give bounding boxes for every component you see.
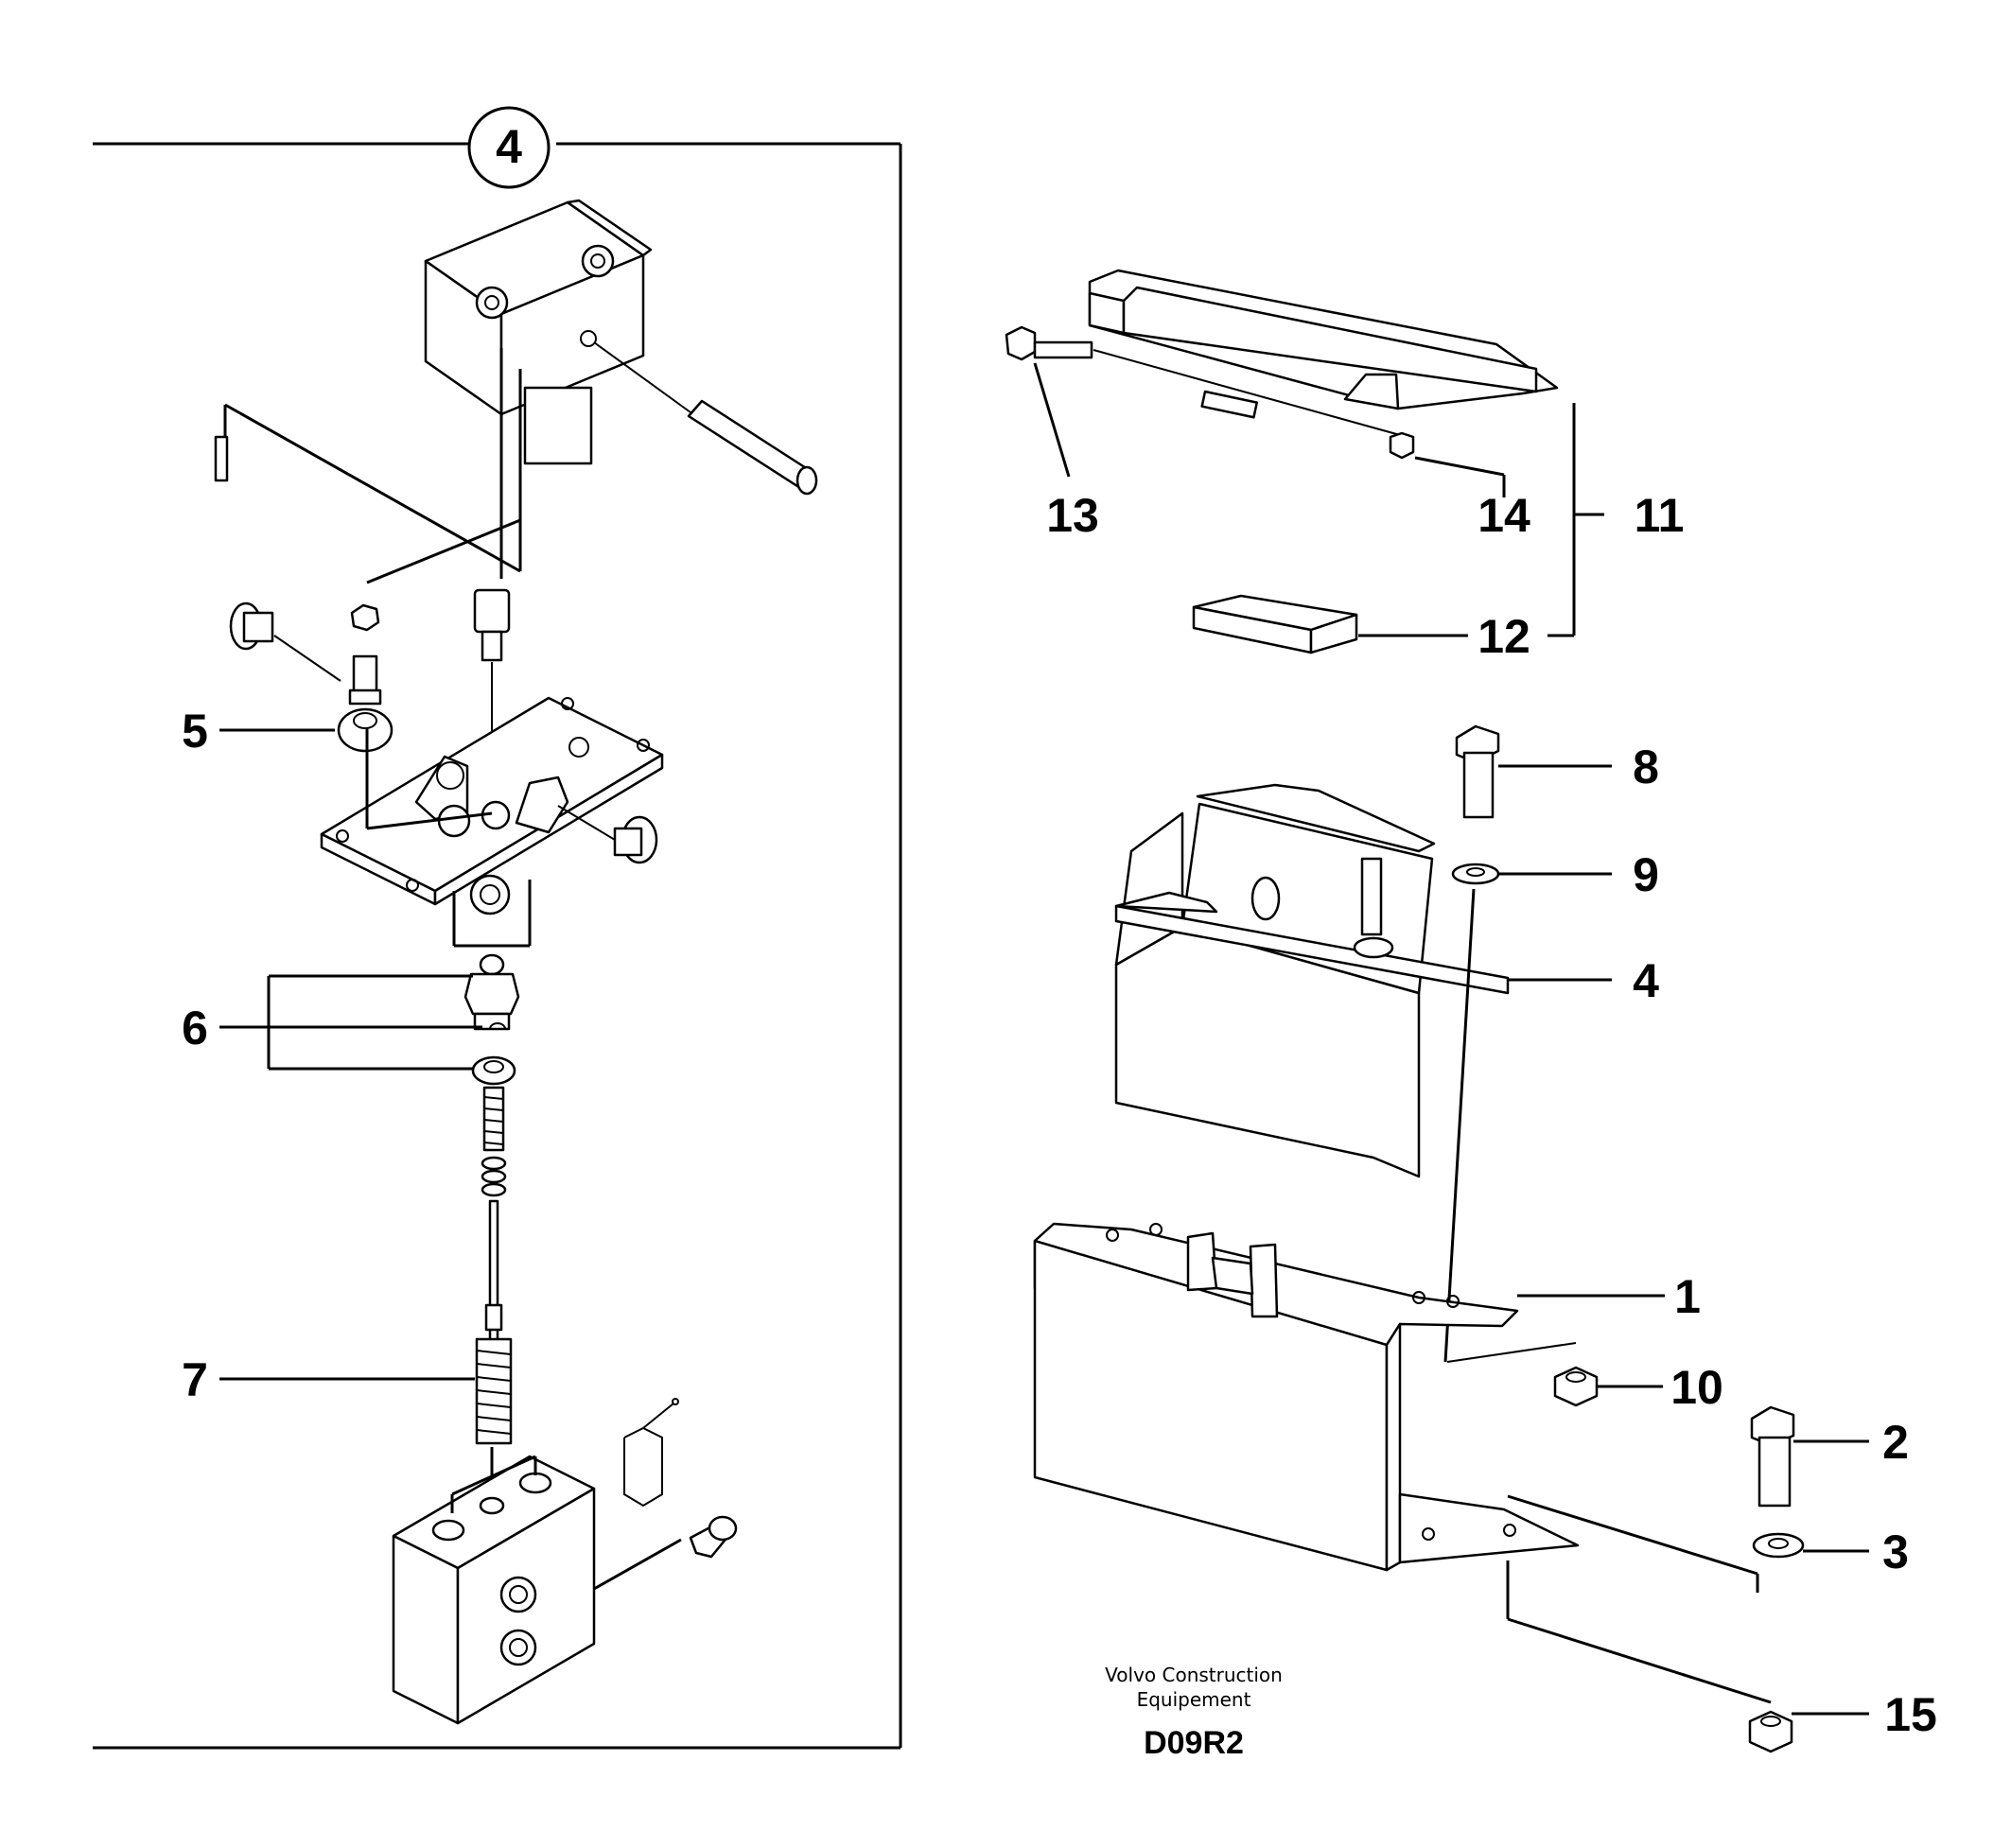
washer xyxy=(1451,863,1500,885)
callout-13: 13 xyxy=(1046,489,1099,542)
detail-callout-circle xyxy=(467,106,551,189)
credit-line-1: Volvo Construction xyxy=(1105,1664,1283,1686)
callout-12: 12 xyxy=(1478,610,1530,663)
return-spring xyxy=(475,1337,513,1445)
callout-5: 5 xyxy=(182,705,208,758)
drawing-credit: Volvo Construction Equipement D09R2 xyxy=(1105,1664,1283,1761)
leader-nut xyxy=(366,518,521,584)
callout-7: 7 xyxy=(182,1353,208,1406)
callout-8: 8 xyxy=(1633,741,1659,793)
callout-4: 4 xyxy=(1633,954,1659,1007)
leaders-left xyxy=(219,728,482,1381)
drawing-code: D09R2 xyxy=(1144,1725,1244,1761)
nut-10 xyxy=(1446,1342,1599,1407)
pivot-pin xyxy=(593,341,818,496)
cover-bolt xyxy=(1005,325,1401,436)
leader-bolt-path xyxy=(1443,888,1476,1363)
bracket-leaders xyxy=(1506,1494,1772,1704)
mounting-plate xyxy=(320,696,664,915)
detail-callout-label: 4 xyxy=(496,120,522,173)
snap-ring xyxy=(489,1022,506,1030)
nut-15 xyxy=(1748,1710,1793,1753)
leader-boot-2 xyxy=(366,811,493,830)
callout-1: 1 xyxy=(1674,1270,1701,1323)
callout-6: 6 xyxy=(182,1002,208,1055)
bushing-right xyxy=(557,805,658,864)
inner-spring xyxy=(482,1086,505,1152)
adjust-nut xyxy=(350,603,380,632)
adjust-screw xyxy=(348,654,382,706)
credit-line-2: Equipement xyxy=(1137,1688,1251,1711)
insulation-pad xyxy=(1192,594,1358,654)
plunger-assembly xyxy=(463,953,520,1031)
spacer-tube xyxy=(1200,390,1259,419)
socket-cap-screw xyxy=(473,588,511,747)
spacer-washers xyxy=(481,1156,507,1197)
valve-body xyxy=(392,1455,596,1725)
valve-leaders xyxy=(450,1447,682,1591)
bushing-left xyxy=(229,601,341,682)
cover-nut xyxy=(1389,431,1415,460)
countersunk-screw xyxy=(689,1515,738,1559)
rubber-boot xyxy=(337,707,393,753)
callout-15: 15 xyxy=(1884,1688,1937,1741)
callout-10: 10 xyxy=(1670,1361,1723,1414)
cover xyxy=(1088,269,1559,410)
callout-3: 3 xyxy=(1882,1525,1909,1578)
callout-11: 11 xyxy=(1635,489,1685,542)
callout-9: 9 xyxy=(1633,848,1659,901)
valve-fitting xyxy=(623,1398,679,1508)
set-screw xyxy=(214,403,521,573)
detail-frame: 4 xyxy=(93,106,902,1750)
mount-bolt xyxy=(1455,724,1500,819)
callout-2: 2 xyxy=(1882,1416,1909,1469)
leaders-right xyxy=(1033,362,1869,1716)
bolt-2 xyxy=(1750,1405,1795,1508)
control-unit xyxy=(1114,783,1510,1178)
pedal-bracket xyxy=(424,199,653,465)
seal-washer xyxy=(471,1055,516,1086)
callout-numbers: 13 14 11 12 8 9 4 1 10 2 3 15 5 6 7 xyxy=(182,489,1937,1741)
plunger-rod xyxy=(484,1199,503,1345)
washer-3 xyxy=(1752,1532,1805,1559)
callout-14: 14 xyxy=(1478,489,1530,542)
mounting-bracket xyxy=(1033,1222,1580,1572)
